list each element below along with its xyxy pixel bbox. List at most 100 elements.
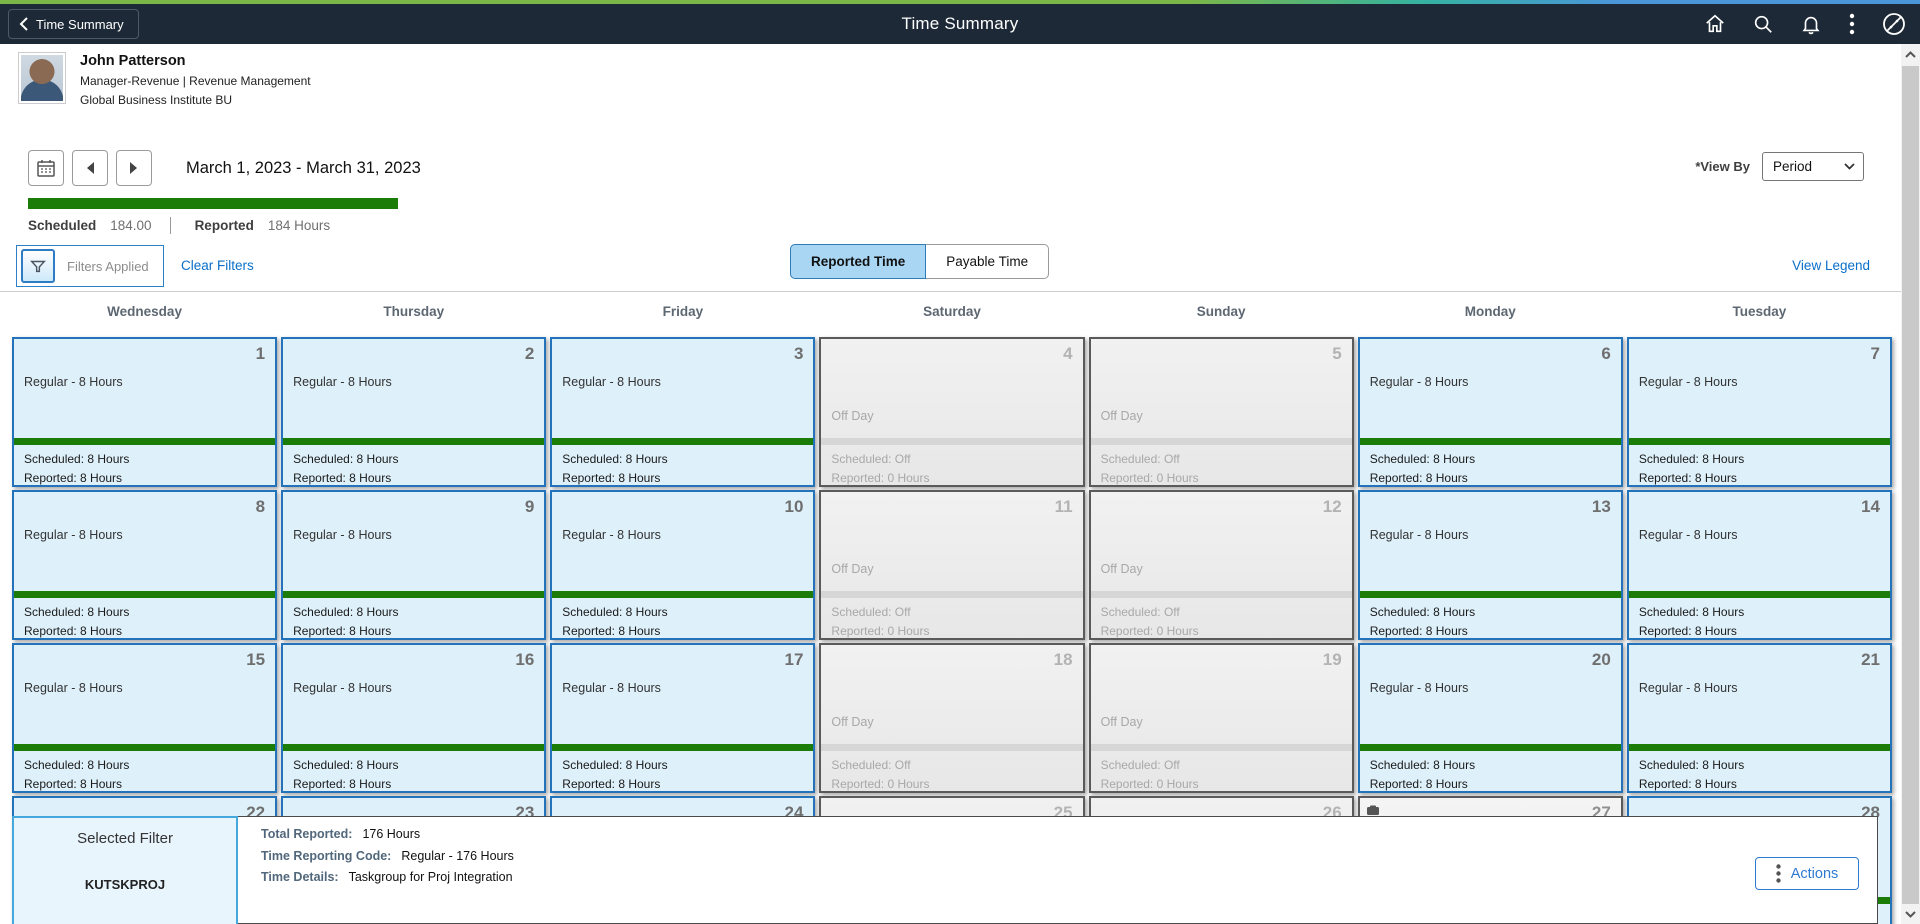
day-number: 4 <box>1063 344 1073 363</box>
employee-name: John Patterson <box>80 53 186 69</box>
day-header-row: Wednesday Thursday Friday Saturday Sunda… <box>12 304 1892 319</box>
filters-applied-button[interactable]: Filters Applied <box>16 245 164 287</box>
time-reporting-code-text: Regular - 8 Hours <box>293 681 392 695</box>
tab-payable-time[interactable]: Payable Time <box>926 244 1050 279</box>
view-legend-link[interactable]: View Legend <box>1792 258 1870 273</box>
calendar-day-cell-work[interactable]: 15 Regular - 8 Hours Scheduled: 8 Hours … <box>12 643 278 793</box>
scheduled-hours-text: Scheduled: 8 Hours <box>24 605 130 619</box>
calendar-picker-button[interactable] <box>28 150 64 186</box>
schedule-status-bar <box>283 438 545 445</box>
back-chevron-icon <box>19 17 28 31</box>
calendar-day-cell-work[interactable]: 6 Regular - 8 Hours Scheduled: 8 Hours R… <box>1357 337 1623 487</box>
reported-hours-text: Reported: 8 Hours <box>562 471 661 485</box>
view-by-select[interactable]: Period <box>1762 152 1864 181</box>
calendar-day-cell-work[interactable]: 16 Regular - 8 Hours Scheduled: 8 Hours … <box>281 643 547 793</box>
day-number: 5 <box>1332 344 1342 363</box>
back-button[interactable]: Time Summary <box>8 9 139 39</box>
day-header: Tuesday <box>1732 304 1787 319</box>
view-by-selected-value: Period <box>1773 159 1813 174</box>
filter-summary-label: Total Reported: <box>261 827 353 841</box>
top-navbar: Time Summary Time Summary <box>0 4 1920 44</box>
scheduled-hours-text: Scheduled: 8 Hours <box>293 605 399 619</box>
filter-summary-value: 176 Hours <box>362 827 421 841</box>
scheduled-label: Scheduled <box>28 218 97 233</box>
day-number: 20 <box>1591 650 1611 669</box>
reported-hours-text: Reported: 8 Hours <box>1369 471 1468 485</box>
calendar-day-cell-off[interactable]: 11 Off Day Scheduled: Off Reported: 0 Ho… <box>819 490 1085 640</box>
selected-filter-panel: Selected Filter KUTSKPROJ Total Reported… <box>12 816 1878 924</box>
scroll-up-button[interactable] <box>1901 44 1920 64</box>
tab-reported-time[interactable]: Reported Time <box>790 244 927 279</box>
off-day-text: Off Day <box>831 715 874 729</box>
calendar-day-cell-off[interactable]: 12 Off Day Scheduled: Off Reported: 0 Ho… <box>1088 490 1354 640</box>
schedule-status-bar <box>552 591 814 598</box>
hours-progress-bar <box>28 198 398 209</box>
day-number: 13 <box>1591 497 1611 516</box>
day-number: 3 <box>793 344 804 363</box>
next-arrow-icon <box>130 162 137 174</box>
notifications-bell-icon[interactable] <box>1800 13 1822 35</box>
day-header: Wednesday <box>107 304 182 319</box>
time-reporting-code-text: Regular - 8 Hours <box>1369 681 1469 695</box>
search-icon[interactable] <box>1752 13 1774 35</box>
schedule-status-bar <box>1628 591 1890 598</box>
calendar-day-cell-off[interactable]: 4 Off Day Scheduled: Off Reported: 0 Hou… <box>819 337 1085 487</box>
day-number: 21 <box>1861 650 1880 669</box>
scheduled-hours-text: Scheduled: 8 Hours <box>1638 605 1745 619</box>
section-divider <box>0 291 1901 292</box>
time-reporting-code-text: Regular - 8 Hours <box>1638 528 1738 542</box>
calendar-day-cell-work[interactable]: 17 Regular - 8 Hours Scheduled: 8 Hours … <box>550 643 816 793</box>
calendar-day-cell-work[interactable]: 2 Regular - 8 Hours Scheduled: 8 Hours R… <box>281 337 547 487</box>
calendar-day-cell-work[interactable]: 9 Regular - 8 Hours Scheduled: 8 Hours R… <box>281 490 547 640</box>
reported-hours-text: Reported: 8 Hours <box>24 777 123 791</box>
scheduled-hours-text: Scheduled: 8 Hours <box>293 452 399 466</box>
schedule-status-bar <box>1628 744 1890 751</box>
calendar-day-cell-work[interactable]: 7 Regular - 8 Hours Scheduled: 8 Hours R… <box>1626 337 1892 487</box>
scrollbar-thumb[interactable] <box>1902 66 1919 904</box>
hours-summary: Scheduled 184.00 Reported 184 Hours <box>28 217 330 234</box>
calendar-day-cell-off[interactable]: 5 Off Day Scheduled: Off Reported: 0 Hou… <box>1088 337 1354 487</box>
calendar-day-cell-work[interactable]: 13 Regular - 8 Hours Scheduled: 8 Hours … <box>1357 490 1623 640</box>
schedule-status-bar <box>14 438 276 445</box>
filter-summary-value: Regular - 176 Hours <box>401 848 514 863</box>
day-header: Monday <box>1464 304 1516 319</box>
employee-org: Global Business Institute BU <box>80 93 233 107</box>
calendar-day-cell-work[interactable]: 21 Regular - 8 Hours Scheduled: 8 Hours … <box>1626 643 1892 793</box>
exception-icon <box>1366 804 1380 822</box>
reported-hours-text: Reported: 8 Hours <box>24 624 123 638</box>
clear-filters-link[interactable]: Clear Filters <box>181 258 254 273</box>
actions-button[interactable]: Actions <box>1755 857 1859 890</box>
calendar-day-cell-work[interactable]: 1 Regular - 8 Hours Scheduled: 8 Hours R… <box>12 337 278 487</box>
reported-hours-text: Reported: 8 Hours <box>293 471 392 485</box>
scheduled-hours-text: Scheduled: 8 Hours <box>562 452 668 466</box>
day-header: Thursday <box>383 304 445 319</box>
scheduled-hours-text: Scheduled: Off <box>1100 605 1180 619</box>
calendar-day-cell-work[interactable]: 14 Regular - 8 Hours Scheduled: 8 Hours … <box>1626 490 1892 640</box>
schedule-status-bar <box>1090 744 1352 751</box>
calendar-day-cell-work[interactable]: 3 Regular - 8 Hours Scheduled: 8 Hours R… <box>550 337 816 487</box>
filter-funnel-icon[interactable] <box>21 249 55 283</box>
scroll-down-button[interactable] <box>1901 904 1920 924</box>
calendar-day-cell-work[interactable]: 20 Regular - 8 Hours Scheduled: 8 Hours … <box>1357 643 1623 793</box>
more-kebab-icon[interactable] <box>1848 12 1856 36</box>
previous-period-button[interactable] <box>72 150 108 186</box>
vertical-scrollbar[interactable] <box>1901 44 1920 924</box>
scheduled-hours-text: Scheduled: 8 Hours <box>1369 758 1476 772</box>
calendar-day-cell-off[interactable]: 19 Off Day Scheduled: Off Reported: 0 Ho… <box>1088 643 1354 793</box>
reported-hours-text: Reported: 0 Hours <box>831 471 930 485</box>
navbar-compass-icon[interactable] <box>1882 12 1906 36</box>
calendar-day-cell-work[interactable]: 8 Regular - 8 Hours Scheduled: 8 Hours R… <box>12 490 278 640</box>
scheduled-hours-text: Scheduled: 8 Hours <box>1638 758 1745 772</box>
calendar-day-cell-work[interactable]: 10 Regular - 8 Hours Scheduled: 8 Hours … <box>550 490 816 640</box>
day-header: Sunday <box>1196 304 1246 319</box>
calendar-day-cell-off[interactable]: 18 Off Day Scheduled: Off Reported: 0 Ho… <box>819 643 1085 793</box>
off-day-text: Off Day <box>1100 562 1143 576</box>
schedule-status-bar <box>552 744 814 751</box>
schedule-status-bar <box>14 744 276 751</box>
home-icon[interactable] <box>1704 13 1726 35</box>
reported-value: 184 Hours <box>267 218 331 233</box>
next-period-button[interactable] <box>116 150 152 186</box>
time-reporting-code-text: Regular - 8 Hours <box>1369 528 1469 542</box>
previous-arrow-icon <box>87 162 94 174</box>
schedule-status-bar <box>552 438 814 445</box>
